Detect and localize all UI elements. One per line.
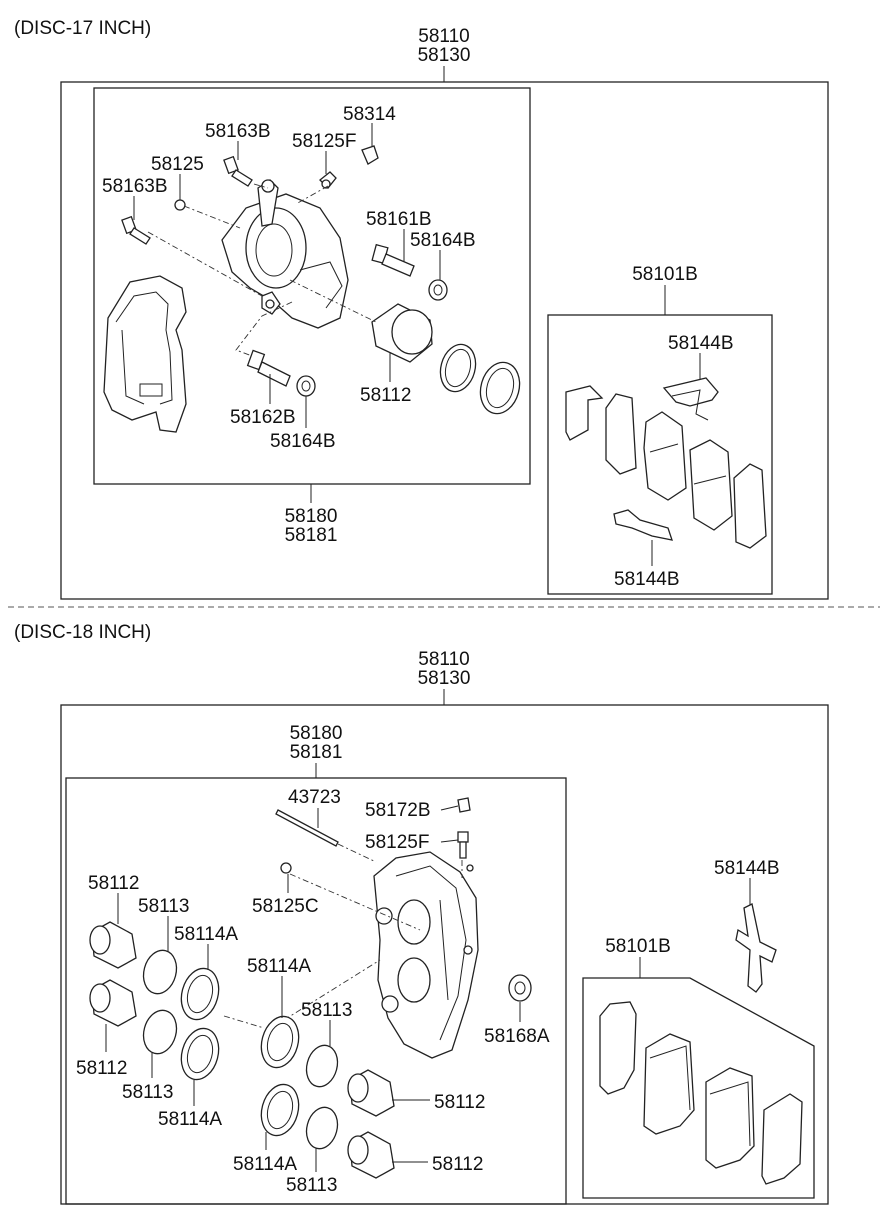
clip-58144B-b-drawing [735, 903, 777, 993]
caliper-number-58181-b[interactable]: 58181 [290, 742, 343, 763]
cap-58125-drawing [174, 199, 186, 211]
piston-set-drawing [89, 921, 395, 1179]
part-label-58112-bottom-right[interactable]: 58112 [434, 1092, 485, 1113]
bleeder-58125F-b-drawing [457, 831, 469, 859]
caliper-body-drawing [221, 179, 349, 329]
caliper-number-58181[interactable]: 58181 [285, 525, 338, 546]
bleeder-58125F-drawing [319, 171, 337, 189]
part-label-58112[interactable]: 58112 [360, 385, 411, 406]
part-label-58114A-top-left[interactable]: 58114A [174, 924, 238, 945]
pin-43723-drawing [275, 809, 339, 847]
part-58168A-drawing [508, 974, 532, 1002]
bolt-58163B-lower-drawing [121, 215, 151, 245]
piston-seal-drawing [439, 343, 477, 393]
assembly-number-58130-b[interactable]: 58130 [418, 668, 471, 689]
part-label-58114A-bottom[interactable]: 58114A [233, 1154, 297, 1175]
pad-kit-label-58101B[interactable]: 58101B [632, 264, 698, 285]
assembly-number-58110-b[interactable]: 58110 [418, 649, 469, 670]
part-label-43723[interactable]: 43723 [288, 787, 341, 808]
assembly-number-58110[interactable]: 58110 [418, 26, 469, 47]
part-label-58112-mid-left[interactable]: 58112 [76, 1058, 127, 1079]
pad-kit-frame-disc-17 [547, 314, 773, 595]
caliper-frame-disc-18 [65, 777, 567, 1205]
part-label-58161B[interactable]: 58161B [366, 209, 432, 230]
part-label-58113-center[interactable]: 58113 [301, 1000, 352, 1021]
part-label-58162B[interactable]: 58162B [230, 407, 296, 428]
caliper-4-piston-body-drawing [373, 851, 479, 1059]
part-label-58114A-center[interactable]: 58114A [247, 956, 311, 977]
pad-kit-disc-18-drawing [599, 1001, 803, 1185]
part-label-58112-top-left[interactable]: 58112 [88, 873, 139, 894]
pin-58161B-drawing [371, 243, 415, 277]
cap-58314-drawing [361, 145, 379, 165]
part-label-58125[interactable]: 58125 [151, 154, 204, 175]
part-label-58113-mid-left[interactable]: 58113 [122, 1082, 173, 1103]
caliper-bracket-drawing [103, 275, 187, 433]
part-label-58163B-upper[interactable]: 58163B [205, 121, 271, 142]
assembly-frame-disc-17 [60, 81, 829, 600]
cap-58125C-drawing [280, 862, 292, 874]
part-label-58113-top-left[interactable]: 58113 [138, 896, 189, 917]
part-label-58125F[interactable]: 58125F [292, 131, 356, 152]
pad-kit-label-58101B-b[interactable]: 58101B [605, 936, 671, 957]
boot-58164B-lower-drawing [296, 375, 316, 397]
part-label-58164B-upper[interactable]: 58164B [410, 230, 476, 251]
cap-58172B-drawing [457, 797, 471, 813]
caliper-number-58180[interactable]: 58180 [285, 506, 338, 527]
section-title-disc-17: (DISC-17 INCH) [14, 18, 151, 39]
part-label-58168A[interactable]: 58168A [484, 1026, 550, 1047]
section-title-disc-18: (DISC-18 INCH) [14, 622, 151, 643]
part-label-58112-bottom-bottom[interactable]: 58112 [432, 1154, 483, 1175]
dust-boot-drawing [479, 361, 521, 415]
part-label-58172B[interactable]: 58172B [365, 800, 431, 821]
part-label-58113-bottom[interactable]: 58113 [286, 1175, 337, 1196]
part-label-58163B-lower[interactable]: 58163B [102, 176, 168, 197]
clip-label-58144B-b[interactable]: 58144B [714, 858, 780, 879]
pad-kit-frame-disc-18 [582, 977, 815, 1199]
clip-label-58144B-lower[interactable]: 58144B [614, 569, 680, 590]
section-disc-17: (DISC-17 INCH) 58110 58130 58180 58181 [14, 18, 829, 600]
part-label-58125F-b[interactable]: 58125F [365, 832, 429, 853]
caliper-number-58180-b[interactable]: 58180 [290, 723, 343, 744]
section-disc-18: (DISC-18 INCH) 58110 58130 58180 58181 [14, 622, 829, 1205]
part-label-58114A-mid-left[interactable]: 58114A [158, 1109, 222, 1130]
clip-label-58144B-upper[interactable]: 58144B [668, 333, 734, 354]
part-label-58125C[interactable]: 58125C [252, 896, 319, 917]
boot-58164B-upper-drawing [428, 279, 448, 301]
caliper-frame-disc-17 [93, 87, 531, 485]
assembly-number-58130[interactable]: 58130 [418, 45, 471, 66]
part-label-58164B-lower[interactable]: 58164B [270, 431, 336, 452]
part-label-58314[interactable]: 58314 [343, 104, 396, 125]
pad-kit-disc-17-drawing [565, 377, 767, 549]
pin-58162B-drawing [246, 349, 291, 387]
piston-58112-drawing [371, 303, 433, 363]
bolt-58163B-upper-drawing [223, 155, 253, 187]
